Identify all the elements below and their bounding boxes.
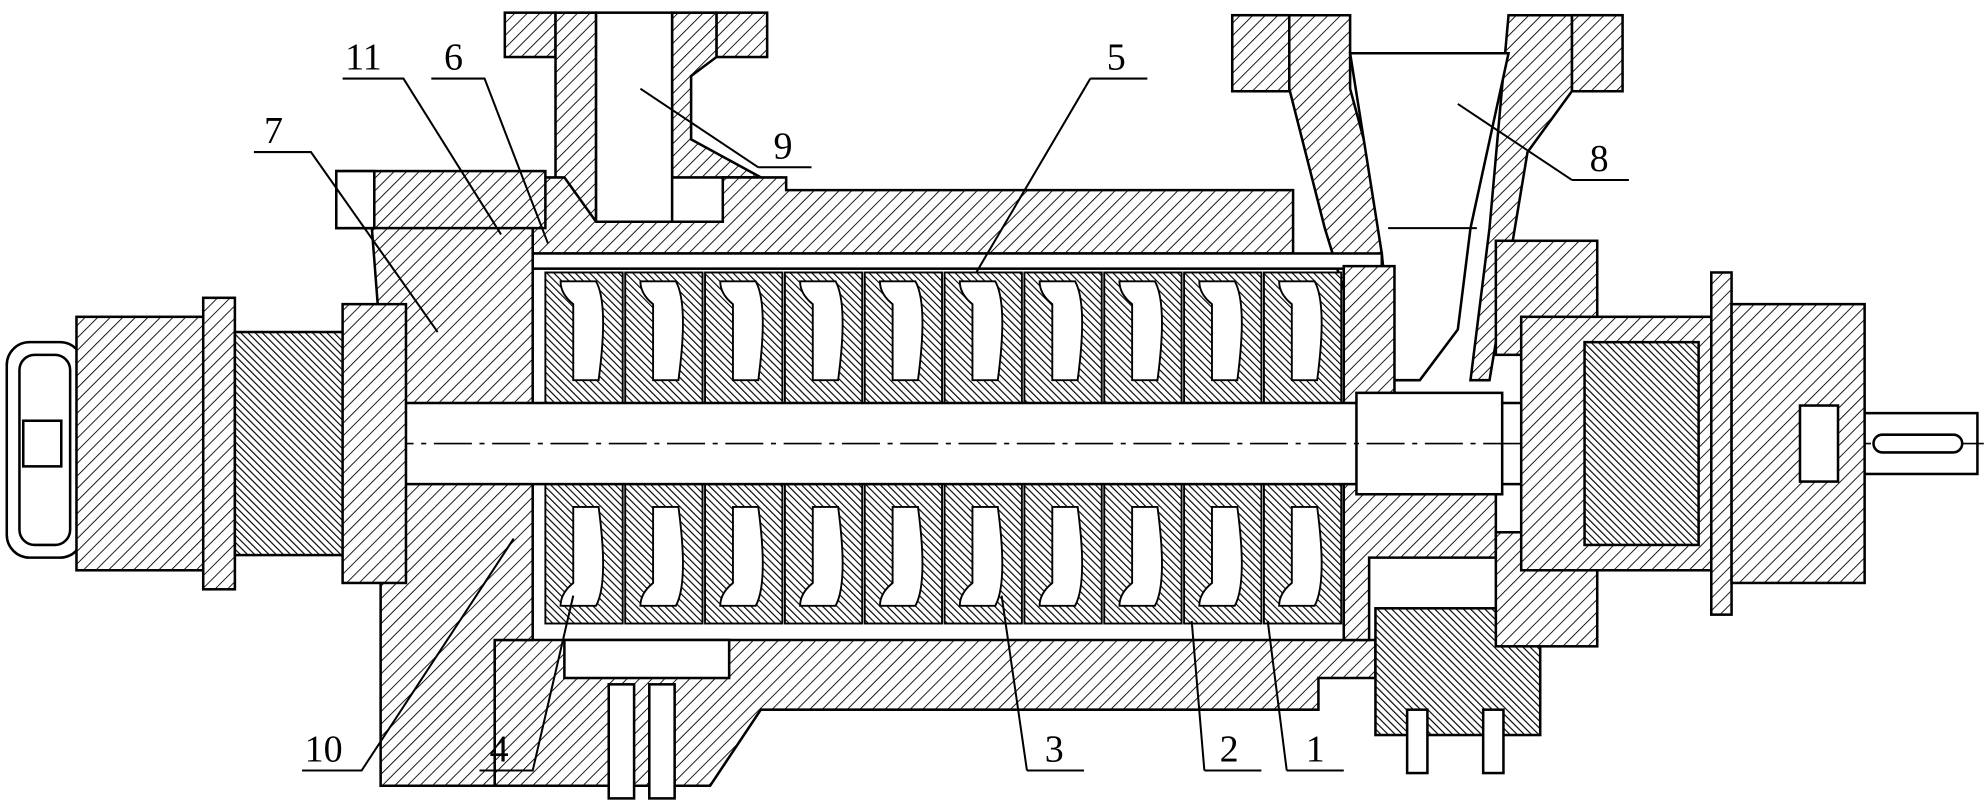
label-3: 3: [1045, 729, 1064, 771]
right-bearing-assembly: [1519, 271, 1866, 616]
label-10: 10: [305, 729, 343, 771]
label-8: 8: [1590, 138, 1609, 180]
impeller-stage: [863, 271, 943, 625]
impeller-stage: [1262, 271, 1343, 625]
foot-bolts: [607, 683, 1505, 800]
label-1: 1: [1306, 729, 1325, 771]
label-11: 11: [345, 37, 382, 79]
label-7: 7: [264, 110, 283, 152]
impeller-stage: [544, 271, 624, 625]
leader-lines: [253, 77, 1629, 772]
label-2: 2: [1220, 729, 1239, 771]
impeller-stage: [624, 271, 704, 625]
label-4: 4: [490, 729, 509, 771]
suction-nozzle: [503, 11, 769, 224]
label-9: 9: [773, 125, 792, 167]
impeller-stage: [943, 271, 1023, 625]
left-bearing-assembly: [5, 296, 408, 591]
label-6: 6: [444, 37, 463, 79]
impeller-stage: [1103, 271, 1183, 625]
impeller-stage: [1023, 271, 1103, 625]
label-5: 5: [1107, 37, 1126, 79]
